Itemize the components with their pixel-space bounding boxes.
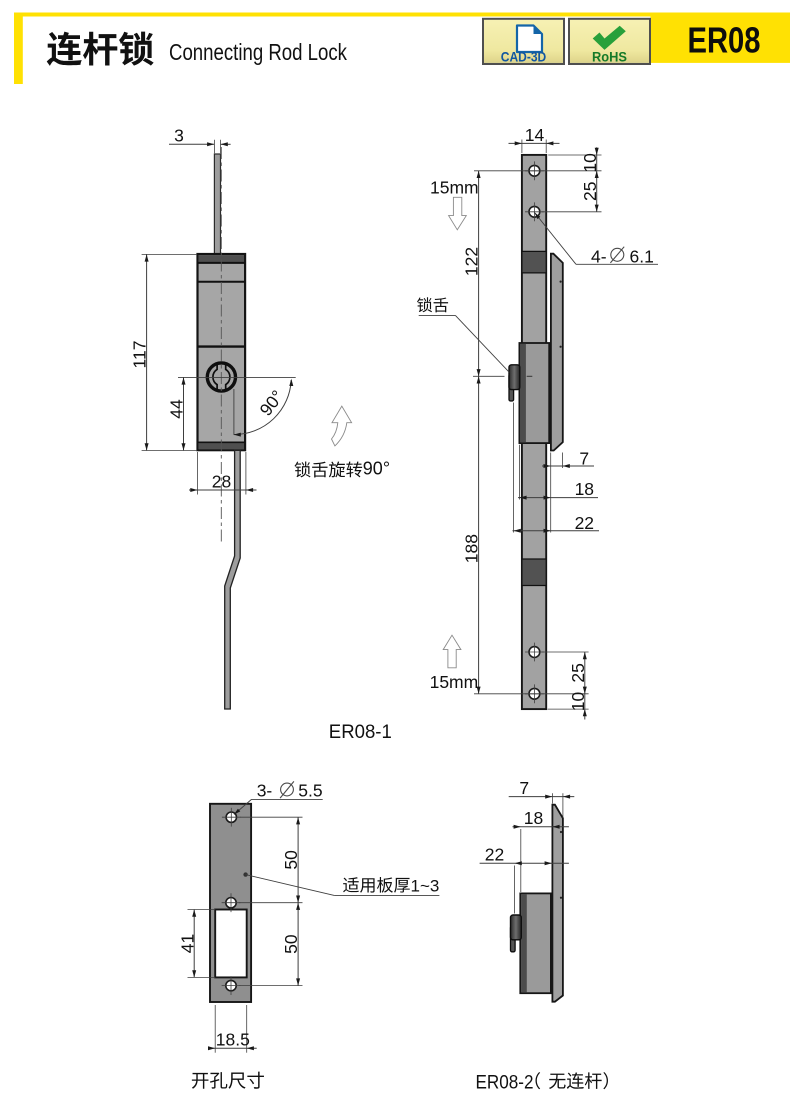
svg-text:28: 28 — [212, 471, 231, 491]
svg-text:117: 117 — [130, 341, 150, 369]
svg-text:14: 14 — [525, 125, 545, 145]
svg-text:25: 25 — [568, 663, 588, 682]
svg-text:7: 7 — [579, 448, 589, 468]
svg-text:ER08-2: ER08-2 — [476, 1072, 534, 1093]
svg-text:18.5: 18.5 — [216, 1029, 250, 1049]
svg-text:3: 3 — [174, 125, 184, 145]
svg-text:18: 18 — [524, 808, 543, 828]
svg-text:25: 25 — [580, 182, 600, 201]
svg-text:22: 22 — [575, 513, 594, 533]
svg-text:188: 188 — [462, 534, 482, 563]
svg-text:90°: 90° — [363, 459, 390, 479]
svg-text:15mm: 15mm — [430, 178, 479, 198]
svg-text:15mm: 15mm — [430, 672, 479, 692]
svg-text:Connecting Rod Lock: Connecting Rod Lock — [169, 39, 347, 65]
svg-text:50: 50 — [281, 850, 301, 870]
svg-text:18: 18 — [575, 479, 594, 499]
svg-text:5.5: 5.5 — [298, 780, 322, 800]
svg-text:122: 122 — [462, 247, 482, 276]
svg-text:4-: 4- — [591, 246, 607, 266]
svg-text:ER08-1: ER08-1 — [329, 721, 392, 743]
svg-text:ER08: ER08 — [688, 20, 761, 61]
svg-text:6.1: 6.1 — [630, 246, 654, 266]
svg-text:44: 44 — [167, 399, 187, 419]
svg-text:CAD-3D: CAD-3D — [501, 50, 547, 65]
svg-text:22: 22 — [485, 844, 504, 864]
svg-text:1~3: 1~3 — [411, 876, 440, 895]
svg-text:10: 10 — [580, 153, 600, 173]
svg-text:10: 10 — [568, 692, 588, 712]
svg-text:RoHS: RoHS — [592, 50, 627, 65]
svg-text:7: 7 — [519, 778, 529, 798]
svg-text:41: 41 — [177, 934, 197, 953]
svg-text:50: 50 — [281, 934, 301, 954]
svg-text:3-: 3- — [257, 780, 273, 800]
